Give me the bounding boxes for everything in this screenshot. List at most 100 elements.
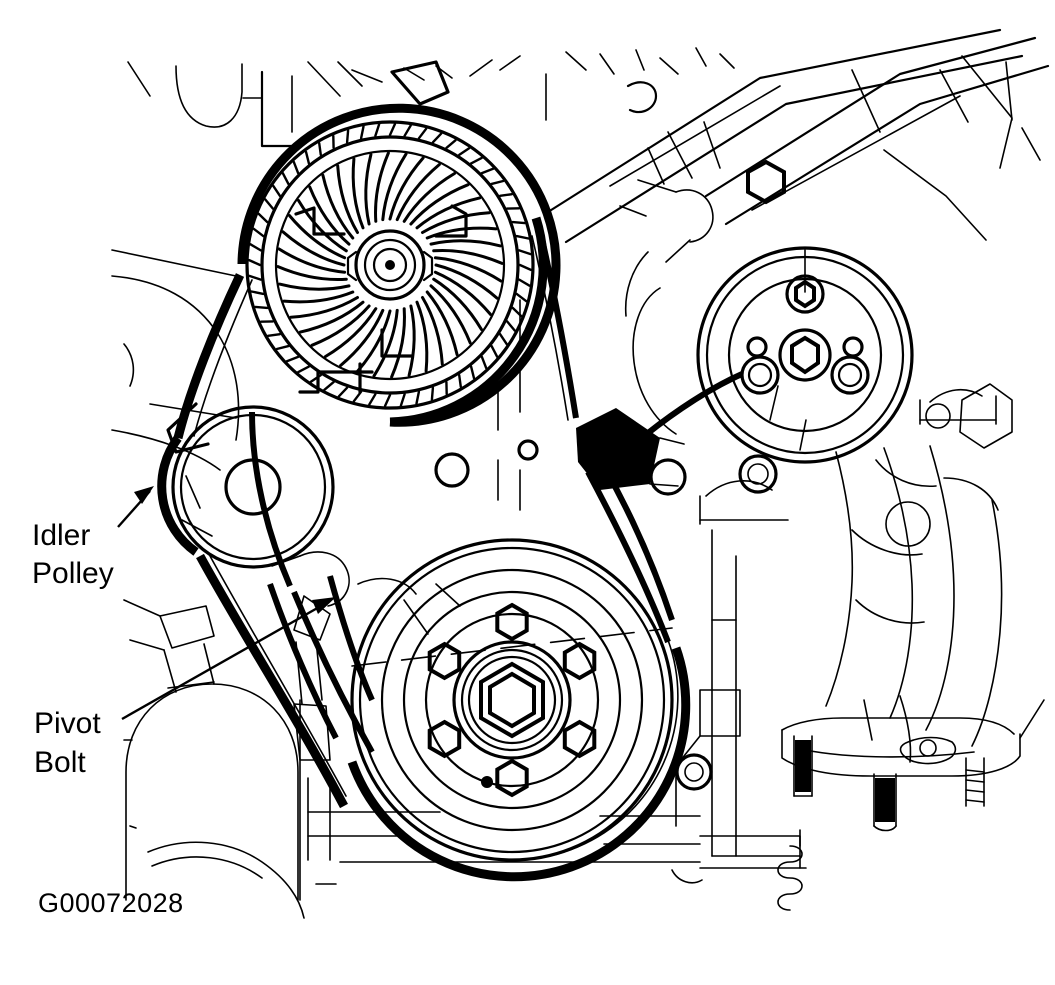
fan-cooling-fin <box>490 344 499 358</box>
label-pivot-bolt: Pivot Bolt <box>34 597 336 779</box>
fan-cooling-fin <box>249 243 262 252</box>
fan-cooling-fin <box>359 125 365 140</box>
belt-fan-to-tensioner <box>537 229 579 419</box>
fan-cooling-fin <box>264 198 275 210</box>
fan-blade <box>433 256 503 283</box>
crank-pulley-bolt <box>562 719 597 759</box>
belt-idler-to-crank <box>196 553 348 809</box>
belt-crank-wrap <box>347 646 691 882</box>
lower-center-structure <box>123 577 701 885</box>
idler-pulley-label-line1: Idler <box>32 519 90 552</box>
fan-blade <box>364 153 373 226</box>
fan-blade <box>395 163 441 222</box>
lower-left-cover <box>123 683 305 919</box>
engine-block-right <box>619 121 1045 911</box>
fan-blade <box>421 211 491 234</box>
fan-cooling-fin <box>304 150 311 165</box>
fan-blade <box>432 277 483 331</box>
fan-cooling-fin <box>248 274 262 281</box>
fan-blade <box>432 249 504 265</box>
fan-cooling-fin <box>480 355 488 370</box>
fan-cooling-fin <box>292 160 300 175</box>
fan-blade <box>288 214 347 260</box>
fan-blade <box>308 185 351 246</box>
idler-pulley-arrowhead <box>134 486 154 504</box>
fan-cooling-fin <box>323 380 335 391</box>
fan-blade <box>381 152 408 222</box>
fan-blade <box>402 172 456 223</box>
fan-cooling-fin <box>430 386 435 401</box>
ps-bolt-left <box>740 336 780 395</box>
crank-pulley-bolt <box>495 602 529 642</box>
fan-cooling-fin <box>445 138 457 150</box>
belt-tensioner-to-crank <box>585 470 671 644</box>
fan-cooling-fin <box>469 156 483 165</box>
manifold-stud-right <box>965 757 985 807</box>
fan-cooling-fin <box>374 123 381 138</box>
label-idler-pulley: Idler Polley <box>32 486 154 590</box>
fan-blade <box>324 307 378 358</box>
fan-blade <box>351 157 365 230</box>
fan-blade <box>434 263 499 300</box>
fan-cooling-fin <box>254 305 269 310</box>
fan-blade <box>429 239 502 248</box>
fan-blade <box>339 308 385 367</box>
fan-cooling-fin <box>458 147 471 157</box>
fan-cooling-fin <box>285 355 300 363</box>
upper-right-structure <box>351 28 1050 244</box>
fan-blade <box>321 173 355 240</box>
fan-cooling-fin <box>415 390 421 405</box>
fan-cooling-fin <box>281 172 290 186</box>
fan-cooling-fin <box>297 365 311 374</box>
manifold-stud-center <box>873 773 897 832</box>
fan-blade <box>425 226 498 240</box>
fan-cooling-fin <box>266 333 282 337</box>
fan-blade <box>289 296 359 319</box>
fan-blade <box>409 183 470 226</box>
fan-cooling-fin <box>515 292 528 303</box>
belt-idler-wrap <box>157 435 199 556</box>
fan-blade <box>276 265 348 281</box>
belt-fan-bottom-arc <box>389 216 548 427</box>
fan-cooling-fin <box>498 333 508 346</box>
fan-blade <box>278 282 351 291</box>
center-bosses <box>434 73 547 511</box>
belt-fan-to-idler <box>173 273 245 440</box>
fan-blade <box>390 307 406 379</box>
crank-pulley-bolt <box>562 641 597 681</box>
crank-pulley-component <box>350 538 674 862</box>
fan-cooling-fin <box>469 365 476 380</box>
fan-cooling-fin <box>275 344 290 351</box>
fan-cooling-fin <box>458 373 462 389</box>
ps-pump-pulley-component <box>696 246 914 464</box>
fan-cooling-fin <box>250 290 265 296</box>
fan-blade <box>415 196 482 230</box>
pivot-bolt-label-line2: Bolt <box>34 746 86 779</box>
fan-cooling-fin <box>518 263 533 272</box>
crank-pulley-bolt <box>495 758 529 798</box>
fan-cooling-fin <box>252 227 265 238</box>
fan-cooling-fin <box>318 141 322 157</box>
fan-blade <box>336 164 359 234</box>
fan-clutch-component <box>245 120 535 410</box>
fan-cooling-fin <box>518 249 532 256</box>
fan-blade <box>372 308 399 378</box>
belt-strand-inner-left <box>249 411 293 588</box>
fan-cooling-fin <box>247 258 262 267</box>
belt-fan-left-arc <box>237 103 561 427</box>
belt-strand-inner-left-2 <box>291 590 375 754</box>
fan-blade <box>407 304 416 377</box>
fan-cooling-fin <box>505 320 516 332</box>
fan-cooling-fin <box>515 234 530 240</box>
fan-cooling-fin <box>431 132 443 144</box>
fan-blade <box>388 156 425 221</box>
idler-pulley-component <box>166 402 350 607</box>
fan-blade <box>310 304 371 347</box>
tensioner-bracket <box>576 408 685 490</box>
manifold-stud-left <box>793 735 813 797</box>
fan-cooling-fin <box>388 122 397 137</box>
fan-cooling-fin <box>480 167 495 175</box>
fan-cooling-fin <box>518 278 531 287</box>
